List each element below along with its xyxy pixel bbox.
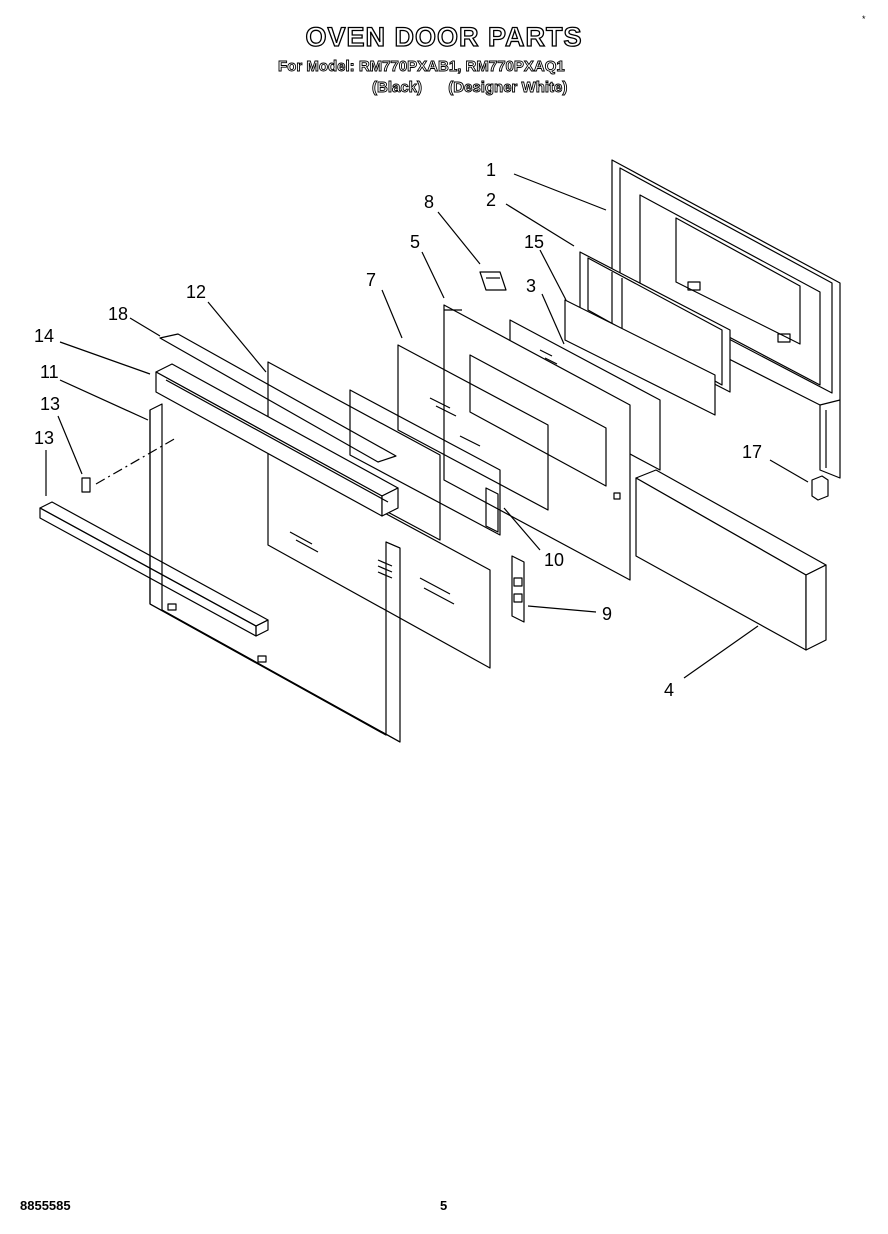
- part-17-bumper: [811, 475, 829, 501]
- callout-9: 9: [602, 604, 612, 624]
- part-9-strip: [511, 555, 525, 623]
- finish-line: (Black) (Designer White): [372, 79, 589, 97]
- callout-7: 7: [366, 270, 376, 290]
- part-13-rail: [39, 501, 269, 637]
- finish-white: (Designer White): [448, 79, 568, 97]
- callout-8: 8: [424, 192, 434, 212]
- part-8-bracket: [479, 271, 507, 291]
- callout-17: 17: [742, 442, 762, 462]
- callout-2: 2: [486, 190, 496, 210]
- callout-5: 5: [410, 232, 420, 252]
- callout-11: 11: [40, 362, 59, 382]
- part-10-clip: [485, 487, 499, 533]
- callout-1: 1: [486, 160, 496, 180]
- callout-16: 15: [524, 232, 544, 252]
- document-code: 8855585: [20, 1198, 71, 1213]
- part-18-trim: [159, 333, 397, 463]
- callout-3: 3: [526, 276, 536, 296]
- callout-18: 18: [108, 304, 128, 324]
- part-14-clip: [81, 477, 91, 493]
- model-numbers: For Model: RM770PXAB1, RM770PXAQ1: [278, 58, 566, 76]
- part-11-outer-frame: [149, 403, 401, 743]
- part-2-frame: [579, 251, 731, 393]
- corner-mark: *: [862, 14, 866, 24]
- callout-12: 12: [186, 282, 206, 302]
- callout-13: 13: [34, 428, 54, 448]
- leader-lines: [45, 173, 809, 679]
- callout-15: 14: [34, 326, 54, 346]
- finish-black: (Black): [372, 79, 423, 97]
- callout-14: 13: [40, 394, 60, 414]
- part-15-handle: [155, 363, 399, 517]
- part-7-glass: [349, 344, 549, 536]
- page-number: 5: [440, 1198, 448, 1213]
- page-title: OVEN DOOR PARTS: [305, 21, 583, 52]
- callout-labels: 1 2 15 3 5 8 7 12 18 14 11 13 13 17 10 9…: [34, 160, 762, 700]
- part-4-insulation-block: [635, 469, 827, 651]
- part-5-door-panel: [443, 304, 631, 581]
- callout-4: 4: [664, 680, 674, 700]
- callout-10: 10: [544, 550, 564, 570]
